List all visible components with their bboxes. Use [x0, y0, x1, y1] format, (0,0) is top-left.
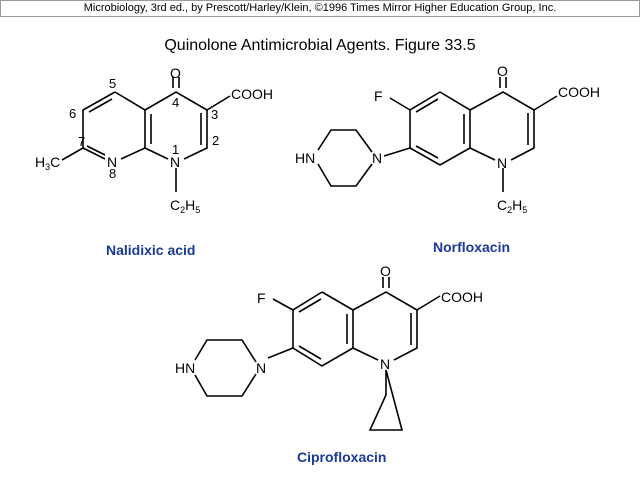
atom-piperazine-hn: HN: [175, 360, 195, 376]
copyright-header: Microbiology, 3rd ed., by Prescott/Harle…: [0, 0, 640, 17]
position-4: 4: [172, 95, 179, 110]
atom-o: O: [497, 63, 508, 79]
caption-norfloxacin: Norfloxacin: [433, 239, 510, 255]
position-7: 7: [78, 134, 85, 149]
ethyl-group: C2H5: [497, 197, 527, 215]
position-8: 8: [109, 166, 116, 181]
position-2: 2: [212, 133, 219, 148]
atom-cooh: COOH: [231, 86, 273, 102]
position-3: 3: [211, 107, 218, 122]
atom-o: O: [380, 263, 391, 279]
position-1: 1: [172, 142, 179, 157]
nalidixic-acid-structure: O COOH N N H3C C2H5 5 6 7 8 1 2 3 4 Nali…: [35, 65, 273, 258]
caption-ciprofloxacin: Ciprofloxacin: [297, 449, 386, 465]
atom-n1: N: [380, 356, 390, 372]
atom-f: F: [374, 88, 383, 104]
caption-nalidixic-acid: Nalidixic acid: [106, 242, 195, 258]
figure-title: Quinolone Antimicrobial Agents. Figure 3…: [164, 37, 476, 54]
position-5: 5: [109, 76, 116, 91]
atom-piperazine-n: N: [256, 360, 266, 376]
atom-cooh: COOH: [558, 84, 600, 100]
atom-piperazine-hn: HN: [295, 150, 315, 166]
ethyl-group: C2H5: [170, 197, 200, 215]
position-6: 6: [69, 106, 76, 121]
atom-o: O: [170, 65, 181, 81]
methyl-group: H3C: [35, 154, 60, 172]
norfloxacin-structure: F O COOH N N HN C2H5 Norfloxacin: [295, 63, 600, 255]
ciprofloxacin-structure: F O COOH N N HN Ciprofloxacin: [175, 263, 483, 465]
atom-n1: N: [170, 154, 180, 170]
atom-n1: N: [497, 155, 507, 171]
atom-f: F: [257, 290, 266, 306]
atom-n8: N: [107, 154, 117, 170]
atom-piperazine-n: N: [372, 150, 382, 166]
atom-cooh: COOH: [441, 289, 483, 305]
